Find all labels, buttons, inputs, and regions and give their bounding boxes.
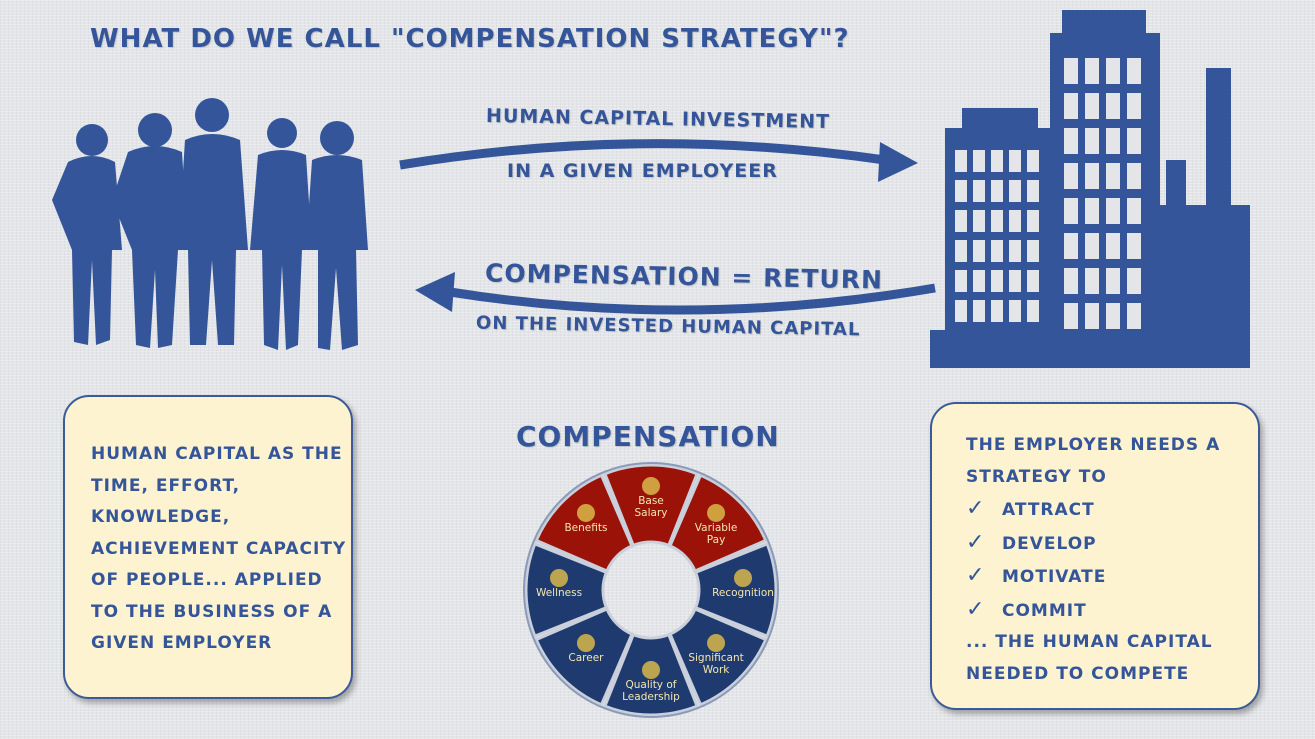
box-text-line: The employer needs a [966,435,1221,455]
checklist-item: ✓ commit [966,594,1258,628]
checklist-item: ✓ develop [966,527,1258,561]
wheel-segment: Career [534,607,634,707]
checkmark-icon: ✓ [966,596,986,622]
employer-strategy-box: The employer needs astrategy to✓attract✓… [930,402,1260,710]
checkmark-icon: ✓ [966,563,986,588]
checklist-label: attract [1002,500,1095,520]
segment-significant-work [668,607,768,707]
box-text-line: needed to compete [966,663,1190,684]
benefits-icon [576,503,595,522]
box-text-line: strategy to [966,466,1107,487]
segment-benefits [534,473,634,573]
box-text-line: given employer [91,633,273,653]
human-capital-box: Human capital as the time, effort, knowled… [63,395,353,699]
box-text-line: knowledge, [91,507,231,527]
career-arrow-icon [576,634,595,653]
wheel-segment: Recognition [693,541,778,639]
money-icon [642,477,660,495]
segment-label: Career [568,652,604,664]
checklist-label: commit [1002,600,1087,621]
segment-label: Wellness [536,587,582,599]
checklist-item: ✓ motivate [966,560,1258,594]
box-text-line: to the business of a [91,601,333,622]
wheel-segment: Benefits [534,473,634,573]
segment-base-salary [602,463,700,548]
checklist-label: motivate [1002,567,1107,587]
segment-recognition [693,541,778,639]
org-chart-icon [642,661,660,679]
segment-career [534,607,634,707]
wheel-segment: Wellness [524,541,609,639]
checklist-label: develop [1002,533,1097,554]
box-text-line: achievement capacity [91,538,347,559]
segment-label: Benefits [564,522,607,534]
checkmark-icon: ✓ [966,496,986,521]
box-text-line: of people... applied [91,570,323,590]
medal-icon [734,569,752,587]
growth-chart-icon [707,503,726,522]
box-text-line: Human capital as the [91,444,343,464]
box-text-line: time, effort, [91,475,241,496]
box-text-line: ... the human capital [966,632,1213,652]
investment-label-2: in a given employeer [507,160,778,182]
checklist-item: ✓ attract [966,493,1258,527]
yoga-icon [550,569,568,587]
slide-title: What do we call "compensation strategy"? [90,24,850,54]
segment-wellness [524,541,609,639]
segment-variable-pay [668,473,768,573]
globe-people-icon [707,634,726,653]
checkmark-icon: ✓ [966,529,986,555]
segment-label: Recognition [712,587,774,599]
compensation-title: Compensation [516,420,780,453]
